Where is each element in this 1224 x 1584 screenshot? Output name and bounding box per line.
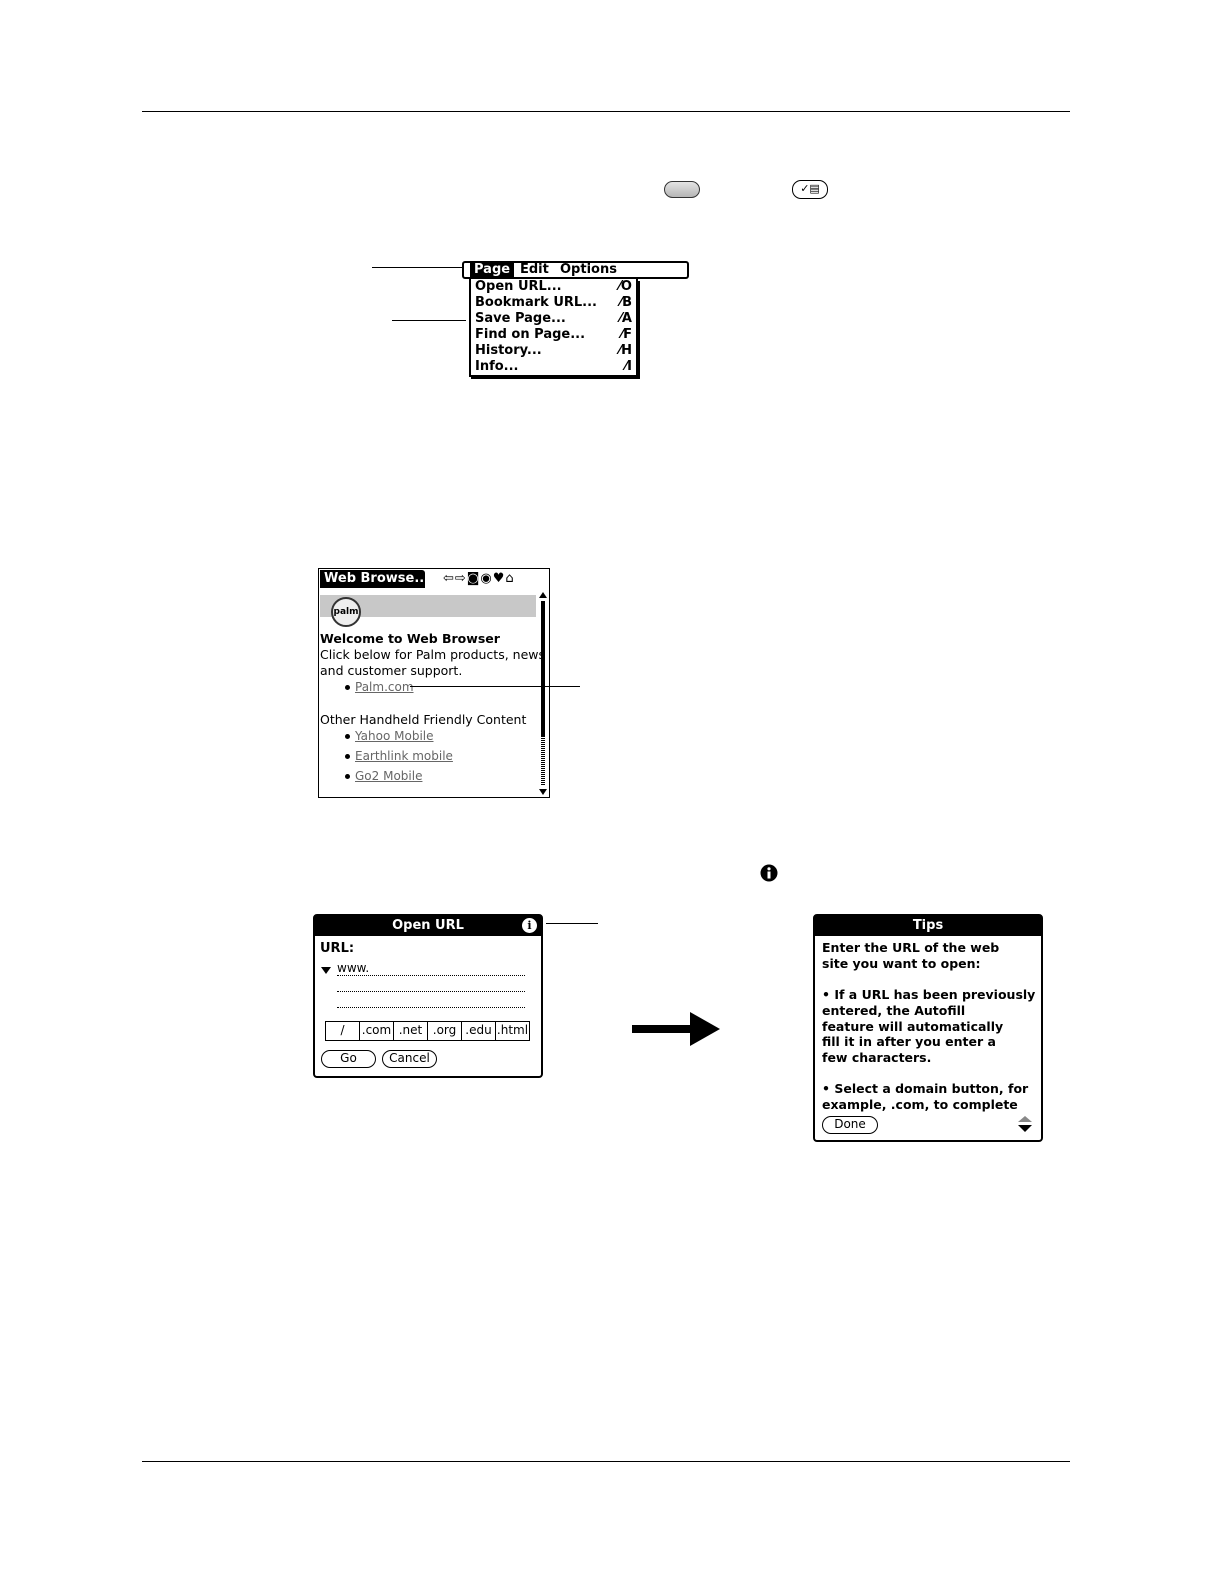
browser-page-banner	[320, 595, 536, 617]
dialog-title: Tips	[815, 916, 1041, 936]
browser-scrollbar[interactable]	[539, 591, 547, 797]
menu-item-history[interactable]: History... ⁄H	[475, 343, 632, 359]
menu-item-label: Bookmark URL...	[475, 295, 597, 310]
menu-item-shortcut: ⁄A	[619, 311, 632, 326]
tips-dialog: Tips Enter the URL of the web site you w…	[813, 914, 1043, 1142]
domain-button-net[interactable]: .net	[394, 1022, 428, 1040]
header-rule	[142, 111, 1070, 112]
tips-line: Enter the URL of the web	[822, 940, 1000, 955]
done-button[interactable]: Done	[822, 1116, 878, 1134]
domain-button-com[interactable]: .com	[360, 1022, 394, 1040]
tips-line: few characters.	[822, 1050, 932, 1065]
domain-button-org[interactable]: .org	[428, 1022, 462, 1040]
url-input-line[interactable]	[337, 991, 525, 992]
tips-line: feature will automatically	[822, 1019, 1004, 1034]
browser-section-heading: Other Handheld Friendly Content	[320, 712, 527, 727]
callout-line-menu-item	[392, 320, 466, 321]
menu-item-save-page[interactable]: Save Page... ⁄A	[475, 311, 632, 327]
link-text: Earthlink mobile	[355, 749, 453, 763]
link-text: Yahoo Mobile	[355, 729, 434, 743]
menu-item-shortcut: ⁄H	[618, 343, 632, 358]
scroll-track[interactable]	[541, 737, 545, 785]
palm-logo: palm	[331, 597, 361, 627]
footer-rule	[142, 1461, 1070, 1462]
dialog-title: Open URL	[315, 916, 541, 936]
menu-page[interactable]: Page	[470, 263, 515, 277]
menu-item-label: Open URL...	[475, 279, 562, 294]
scroll-down-icon[interactable]	[539, 788, 547, 796]
menu-edit[interactable]: Edit	[520, 262, 549, 277]
right-arrow-icon	[632, 1012, 720, 1046]
scroll-thumb[interactable]	[541, 601, 545, 737]
link-go2-mobile[interactable]: Go2 Mobile	[345, 768, 422, 784]
url-label: URL:	[320, 941, 355, 956]
menu-item-label: Find on Page...	[475, 327, 586, 342]
browser-heading: Welcome to Web Browser	[320, 631, 500, 646]
menu-item-shortcut: ⁄I	[624, 359, 632, 374]
tips-line: example, .com, to complete	[822, 1097, 1018, 1112]
tips-line: site you want to open:	[822, 956, 981, 971]
tips-line: • Select a domain button, for	[822, 1081, 1029, 1096]
menu-bar: Page Edit Options	[462, 261, 689, 279]
url-input[interactable]: www.	[337, 961, 370, 975]
web-browser-screen: Web Browse... ⇦⇨◙◉♥⌂ palm Welcome to Web…	[318, 568, 550, 798]
link-earthlink-mobile[interactable]: Earthlink mobile	[345, 748, 453, 764]
menu-icon: ✓▤	[792, 180, 828, 199]
domain-button-edu[interactable]: .edu	[462, 1022, 496, 1040]
menu-item-shortcut: ⁄O	[618, 279, 632, 294]
url-history-dropdown-icon[interactable]	[321, 967, 331, 974]
callout-line-menubar	[372, 267, 462, 268]
domain-buttons: / .com .net .org .edu .html	[325, 1021, 530, 1041]
link-palm-com[interactable]: Palm.com	[345, 679, 414, 695]
menu-item-shortcut: ⁄F	[620, 327, 632, 342]
scroll-up-icon[interactable]	[539, 591, 547, 599]
menu-item-bookmark-url[interactable]: Bookmark URL... ⁄B	[475, 295, 632, 311]
link-text: Palm.com	[355, 680, 414, 694]
menu-item-label: Info...	[475, 359, 519, 374]
open-url-dialog: Open URL i URL: www. / .com .net .org .e…	[313, 914, 543, 1078]
menu-item-shortcut: ⁄B	[619, 295, 632, 310]
domain-button-slash[interactable]: /	[326, 1022, 360, 1040]
menu-item-open-url[interactable]: Open URL... ⁄O	[475, 279, 632, 295]
cancel-button[interactable]: Cancel	[382, 1050, 437, 1068]
url-input-line[interactable]	[337, 975, 525, 976]
scroll-arrows-icon[interactable]	[1017, 1115, 1033, 1133]
browser-title[interactable]: Web Browse...	[320, 570, 425, 588]
url-input-line[interactable]	[337, 1007, 525, 1008]
tips-scroll-arrows[interactable]	[1017, 1115, 1033, 1135]
menu-item-label: Save Page...	[475, 311, 566, 326]
info-icon	[760, 864, 778, 882]
bullet	[345, 734, 350, 739]
domain-button-html[interactable]: .html	[496, 1023, 529, 1037]
browser-toolbar-icons[interactable]: ⇦⇨◙◉♥⌂	[443, 571, 515, 586]
go-button[interactable]: Go	[321, 1050, 376, 1068]
bullet	[345, 685, 350, 690]
bullet	[345, 774, 350, 779]
menu-options[interactable]: Options	[560, 262, 617, 277]
menu-item-info[interactable]: Info... ⁄I	[475, 359, 632, 375]
menu-item-find-on-page[interactable]: Find on Page... ⁄F	[475, 327, 632, 343]
info-icon[interactable]: i	[522, 918, 537, 933]
page-menu-dropdown: Open URL... ⁄O Bookmark URL... ⁄B Save Pag…	[469, 279, 638, 377]
bullet	[345, 754, 350, 759]
link-text: Go2 Mobile	[355, 769, 423, 783]
link-yahoo-mobile[interactable]: Yahoo Mobile	[345, 728, 434, 744]
tips-line: • If a URL has been previously	[822, 987, 1036, 1002]
callout-line-link	[410, 686, 580, 687]
callout-line-info	[546, 923, 598, 924]
browser-intro-line2: and customer support.	[320, 663, 463, 678]
tips-line: fill it in after you enter a	[822, 1034, 996, 1049]
browser-intro-line1: Click below for Palm products, news	[320, 647, 546, 662]
menu-item-label: History...	[475, 343, 542, 358]
oval-button-icon	[664, 181, 700, 198]
tips-line: entered, the Autofill	[822, 1003, 966, 1018]
